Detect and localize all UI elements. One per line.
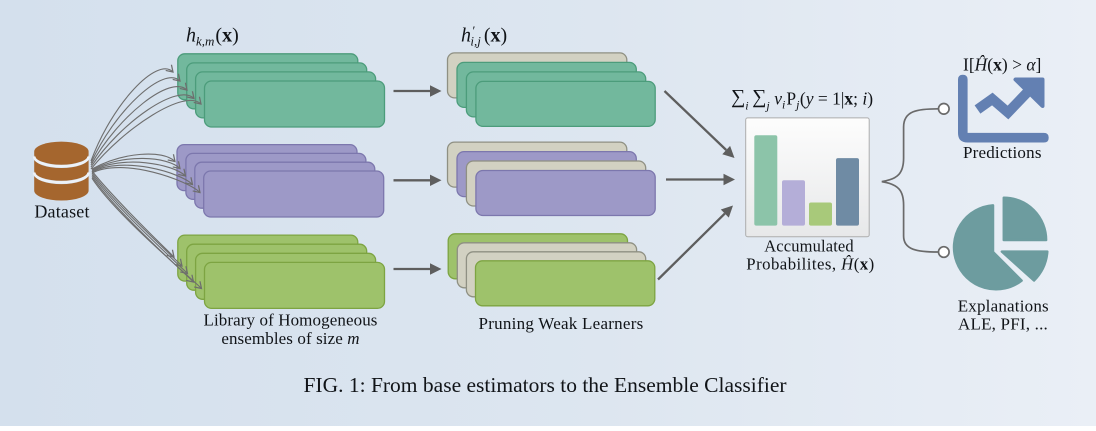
svg-text:Explanations: Explanations bbox=[958, 297, 1049, 316]
svg-text:Dataset: Dataset bbox=[34, 201, 89, 221]
svg-text:Accumulated: Accumulated bbox=[764, 236, 854, 255]
svg-text:ALE, PFI, ...: ALE, PFI, ... bbox=[958, 315, 1048, 334]
svg-text:Pruning Weak Learners: Pruning Weak Learners bbox=[478, 314, 643, 333]
svg-text:ensembles of size m: ensembles of size m bbox=[221, 329, 359, 348]
svg-text:FIG. 1: From base estimators t: FIG. 1: From base estimators to the Ense… bbox=[303, 373, 786, 397]
svg-text:I[Ĥ(x) > α]: I[Ĥ(x) > α] bbox=[963, 55, 1041, 75]
svg-text:hk,m(x): hk,m(x) bbox=[186, 25, 239, 49]
svg-text:Predictions: Predictions bbox=[963, 143, 1042, 162]
svg-text:h′i,j(x): h′i,j(x) bbox=[461, 23, 507, 48]
svg-text:Library of Homogeneous: Library of Homogeneous bbox=[203, 311, 377, 330]
svg-text:Probabilites, Ĥ(x): Probabilites, Ĥ(x) bbox=[746, 255, 874, 274]
